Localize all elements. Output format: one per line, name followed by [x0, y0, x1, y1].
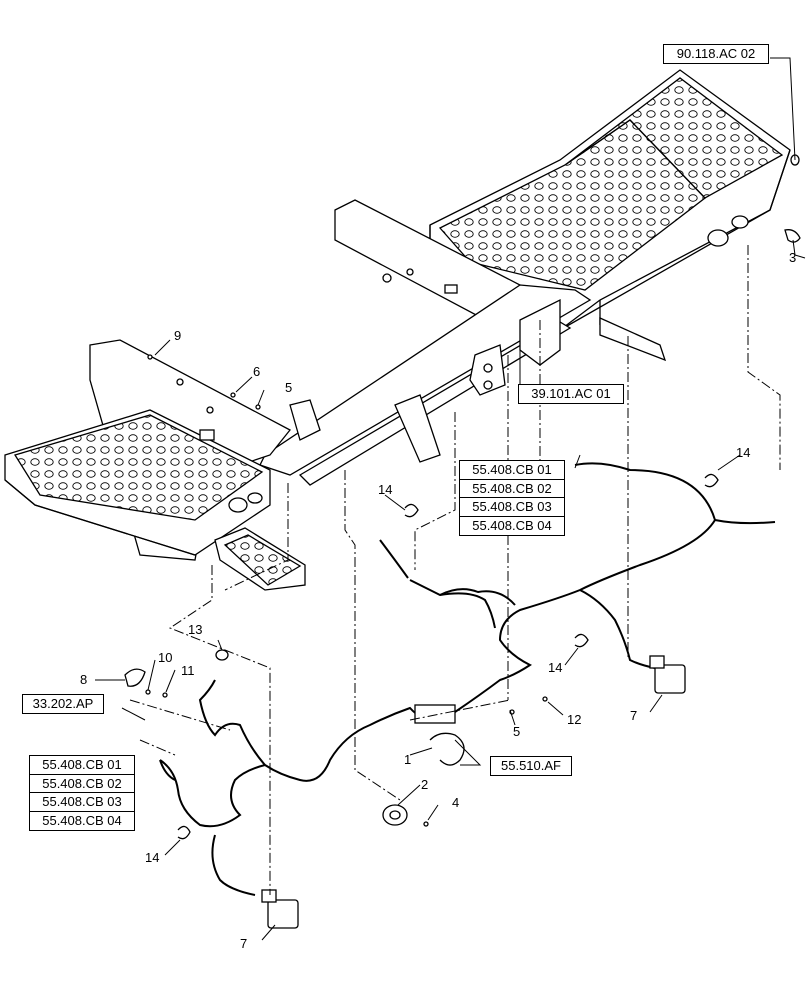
callout-12: 12 [567, 712, 582, 727]
callout-10: 10 [158, 650, 173, 665]
callout-14-left: 14 [145, 850, 160, 865]
callout-5-upper: 5 [285, 380, 293, 395]
callout-2: 2 [421, 777, 429, 792]
callout-9: 9 [174, 328, 182, 343]
callout-11: 11 [181, 663, 195, 678]
ref-box-harness-left-2: 55.408.CB 02 [29, 773, 135, 794]
ref-box-frame: 39.101.AC 01 [518, 384, 624, 404]
ref-box-harness-left-3: 55.408.CB 03 [29, 792, 135, 813]
callout-5-lower: 5 [513, 724, 521, 739]
callout-14-top-right: 14 [736, 445, 751, 460]
callout-14-mid: 14 [378, 482, 393, 497]
callout-13: 13 [188, 622, 203, 637]
callout-7-right: 7 [630, 708, 638, 723]
ref-box-bracket: 55.510.AF [490, 756, 572, 776]
right-platform [429, 69, 800, 331]
ref-box-harness-left-4: 55.408.CB 04 [29, 810, 135, 831]
callout-8: 8 [80, 672, 88, 687]
callout-14-right-lower: 14 [548, 660, 563, 675]
callout-4: 4 [452, 795, 460, 810]
phantom-lines [129, 245, 781, 895]
components [124, 229, 801, 929]
callout-1: 1 [404, 752, 412, 767]
wire-harness-left [159, 679, 266, 896]
left-platform [4, 339, 321, 591]
ref-stack-harness-left: 55.408.CB 01 55.408.CB 02 55.408.CB 03 5… [29, 755, 135, 831]
ref-box-left-fender: 33.202.AP [22, 694, 104, 714]
ref-box-harness-right-2: 55.408.CB 02 [459, 478, 565, 499]
leader-lines [95, 57, 806, 941]
callout-7-left: 7 [240, 936, 248, 951]
ref-box-harness-left-1: 55.408.CB 01 [29, 755, 135, 775]
ref-box-harness-right-3: 55.408.CB 03 [459, 497, 565, 518]
wire-harness-main [264, 462, 776, 782]
callout-6: 6 [253, 364, 261, 379]
ref-box-harness-right-1: 55.408.CB 01 [459, 460, 565, 480]
ref-box-harness-right-4: 55.408.CB 04 [459, 515, 565, 536]
ref-stack-harness-right: 55.408.CB 01 55.408.CB 02 55.408.CB 03 5… [459, 460, 565, 536]
callout-3: 3 [789, 250, 797, 265]
ref-box-top-right: 90.118.AC 02 [663, 44, 769, 64]
